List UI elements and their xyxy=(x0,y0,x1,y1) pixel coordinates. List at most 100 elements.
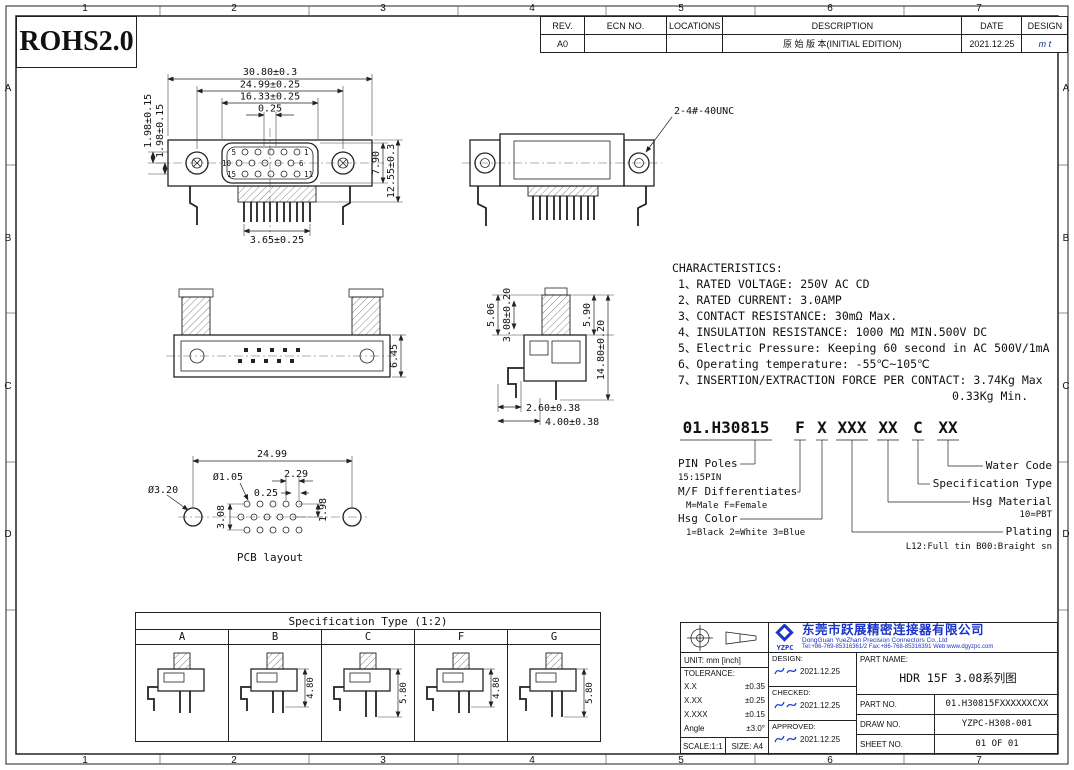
label-water-code: Water Code xyxy=(986,459,1052,472)
spec-cell-a xyxy=(136,645,229,741)
characteristic-item: 0.33Kg Min. xyxy=(952,389,1029,403)
dim-pcb-025: 0.25 xyxy=(254,488,278,499)
sheet-no-value: 01 OF 01 xyxy=(975,739,1019,749)
part-name-cell: PART NAME: HDR 15F 3.08系列图 xyxy=(857,653,1059,695)
spec-cell-g: 5.80 xyxy=(508,645,600,741)
dim-prof-308: 3.08±0.20 xyxy=(502,288,513,342)
design-row: DESIGN: 2021.12.25 xyxy=(769,653,856,687)
pin-number: 15 xyxy=(227,170,236,179)
dim-front-offset: 0.25 xyxy=(258,104,282,115)
checked-signature-icon xyxy=(774,701,797,709)
tol-key: X.XXX xyxy=(684,710,708,719)
scale-label: SCALE:1:1 xyxy=(681,738,726,755)
part-name-label: PART NAME: xyxy=(860,655,909,664)
dim-prof-506: 5.06 xyxy=(486,303,497,327)
pin-number: 10 xyxy=(222,159,232,168)
zone-col: 6 xyxy=(827,3,833,14)
pin-number: 5 xyxy=(231,148,236,157)
locations-header: LOCATIONS xyxy=(665,16,724,35)
rev-value: A0 xyxy=(540,34,585,53)
dim-pcb-229: 2.29 xyxy=(284,469,308,480)
spec-cell-b: 4.80 xyxy=(229,645,322,741)
spec-cell-c: 5.80 xyxy=(322,645,415,741)
part-name-value: HDR 15F 3.08系列图 xyxy=(899,671,1017,685)
characteristic-item: 7、INSERTION/EXTRACTION FORCE PER CONTACT… xyxy=(678,373,1043,387)
zone-col: 7 xyxy=(976,3,982,14)
variant-a-profile xyxy=(147,652,205,713)
spec-dim: 5.80 xyxy=(585,682,595,704)
variant-g-profile: 5.80 xyxy=(519,652,595,718)
dim-row-pitch-1: 1.98±0.15 xyxy=(143,94,154,148)
dim-pcb-hole-dia: Ø1.05 xyxy=(213,471,243,483)
code-group-color: X xyxy=(817,418,827,437)
zone-col: 1 xyxy=(82,755,88,766)
label-mf: M/F Differentiates xyxy=(678,485,797,498)
zone-col: 5 xyxy=(678,755,684,766)
revision-row: A0 原 始 版 本(INITIAL EDITION) 2021.12.25 m… xyxy=(540,34,1069,53)
dim-rear-height: 6.45 xyxy=(389,344,400,368)
sheet-no-label: SHEET NO. xyxy=(857,735,935,755)
zone-col: 3 xyxy=(380,755,386,766)
front-view: 5 1 10 6 15 11 xyxy=(143,67,403,246)
date-value: 2021.12.25 xyxy=(961,34,1023,53)
variant-f-profile: 4.80 xyxy=(426,652,502,713)
zone-row: A xyxy=(1062,83,1070,94)
part-no-label: PART NO. xyxy=(857,695,935,714)
contact-holes xyxy=(235,148,301,178)
dim-shell-height: 7.90 xyxy=(371,151,382,175)
scale-size-row: SCALE:1:1 SIZE: A4 xyxy=(681,737,769,755)
characteristic-item: 5、Electric Pressure: Keeping 60 second i… xyxy=(678,341,1050,355)
dim-pcb-198: 1.98 xyxy=(318,498,329,522)
variant-b-profile: 4.80 xyxy=(240,652,316,713)
zone-col: 6 xyxy=(827,755,833,766)
revision-header-row: REV. ECN NO. LOCATIONS DESCRIPTION DATE … xyxy=(540,16,1069,35)
part-info-panel: PART NAME: HDR 15F 3.08系列图 PART NO. 01.H… xyxy=(857,653,1059,755)
code-group-mf: F xyxy=(795,418,805,437)
dim-prof-1480: 14.80±0.20 xyxy=(596,320,607,380)
dim-thread-callout: 2-4#-40UNC xyxy=(674,106,734,117)
zone-col: 2 xyxy=(231,3,237,14)
title-block: YZPC 东莞市跃展精密连接器有限公司 DongGuan YueZhan Pre… xyxy=(680,622,1059,755)
design-label: DESIGN: xyxy=(772,654,803,663)
dim-front-shell-width: 16.33±0.25 xyxy=(240,92,300,103)
tol-val: ±0.15 xyxy=(745,710,765,719)
spec-table-title: Specification Type (1:2) xyxy=(136,613,600,630)
yzpc-logo-icon: YZPC xyxy=(775,623,794,652)
approved-row: APPROVED: 2021.12.25 xyxy=(769,721,856,755)
unit-label: UNIT: mm [inch] xyxy=(681,653,768,668)
tolerance-row: X.X ±0.35 xyxy=(681,680,768,694)
revision-table: REV. ECN NO. LOCATIONS DESCRIPTION DATE … xyxy=(540,16,1069,53)
spec-dim: 4.80 xyxy=(492,677,502,699)
zone-row: D xyxy=(4,529,12,540)
characteristic-item: 3、CONTACT RESISTANCE: 30mΩ Max. xyxy=(678,309,898,323)
characteristic-item: 4、INSULATION RESISTANCE: 1000 MΩ MIN.500… xyxy=(678,325,988,339)
dim-row-pitch-2: 1.98±0.15 xyxy=(155,104,166,158)
code-group-plating: XXX xyxy=(838,418,867,437)
ordering-code: 01.H30815 F X XXX XX C XX PIN Poles 15:1… xyxy=(678,418,1053,552)
zone-row: D xyxy=(1062,529,1070,540)
code-group-material: XX xyxy=(878,418,898,437)
projection-symbols xyxy=(681,623,769,653)
tol-key: X.X xyxy=(684,682,697,691)
locations-value xyxy=(665,34,724,53)
sheet-no-row: SHEET NO. 01 OF 01 xyxy=(857,735,1059,755)
code-group-water: XX xyxy=(938,418,958,437)
draw-no-value: YZPC-H308-001 xyxy=(961,719,1033,729)
dim-front-screw-span: 24.99±0.25 xyxy=(240,80,300,91)
code-group-spec: C xyxy=(913,418,923,437)
zone-row: C xyxy=(4,381,12,392)
spec-dim: 5.80 xyxy=(399,682,409,704)
zone-col: 7 xyxy=(976,755,982,766)
label-hsg-material-sub: 10=PBT xyxy=(1019,510,1052,520)
unit-tolerance-panel: UNIT: mm [inch] TOLERANCE: X.X ±0.35 X.X… xyxy=(681,653,769,755)
checked-date: 2021.12.25 xyxy=(800,700,841,710)
pin-number: 6 xyxy=(299,159,304,168)
zone-col: 4 xyxy=(529,3,535,14)
characteristics-block: CHARACTERISTICS: 1、RATED VOLTAGE: 250V A… xyxy=(672,260,1070,404)
tol-key: X.XX xyxy=(684,696,703,705)
approved-label: APPROVED: xyxy=(772,722,816,731)
ecn-value xyxy=(584,34,667,53)
rear-contacts xyxy=(238,348,300,363)
draw-no-row: DRAW NO. YZPC-H308-001 xyxy=(857,715,1059,735)
cone-symbol-icon xyxy=(725,631,756,644)
